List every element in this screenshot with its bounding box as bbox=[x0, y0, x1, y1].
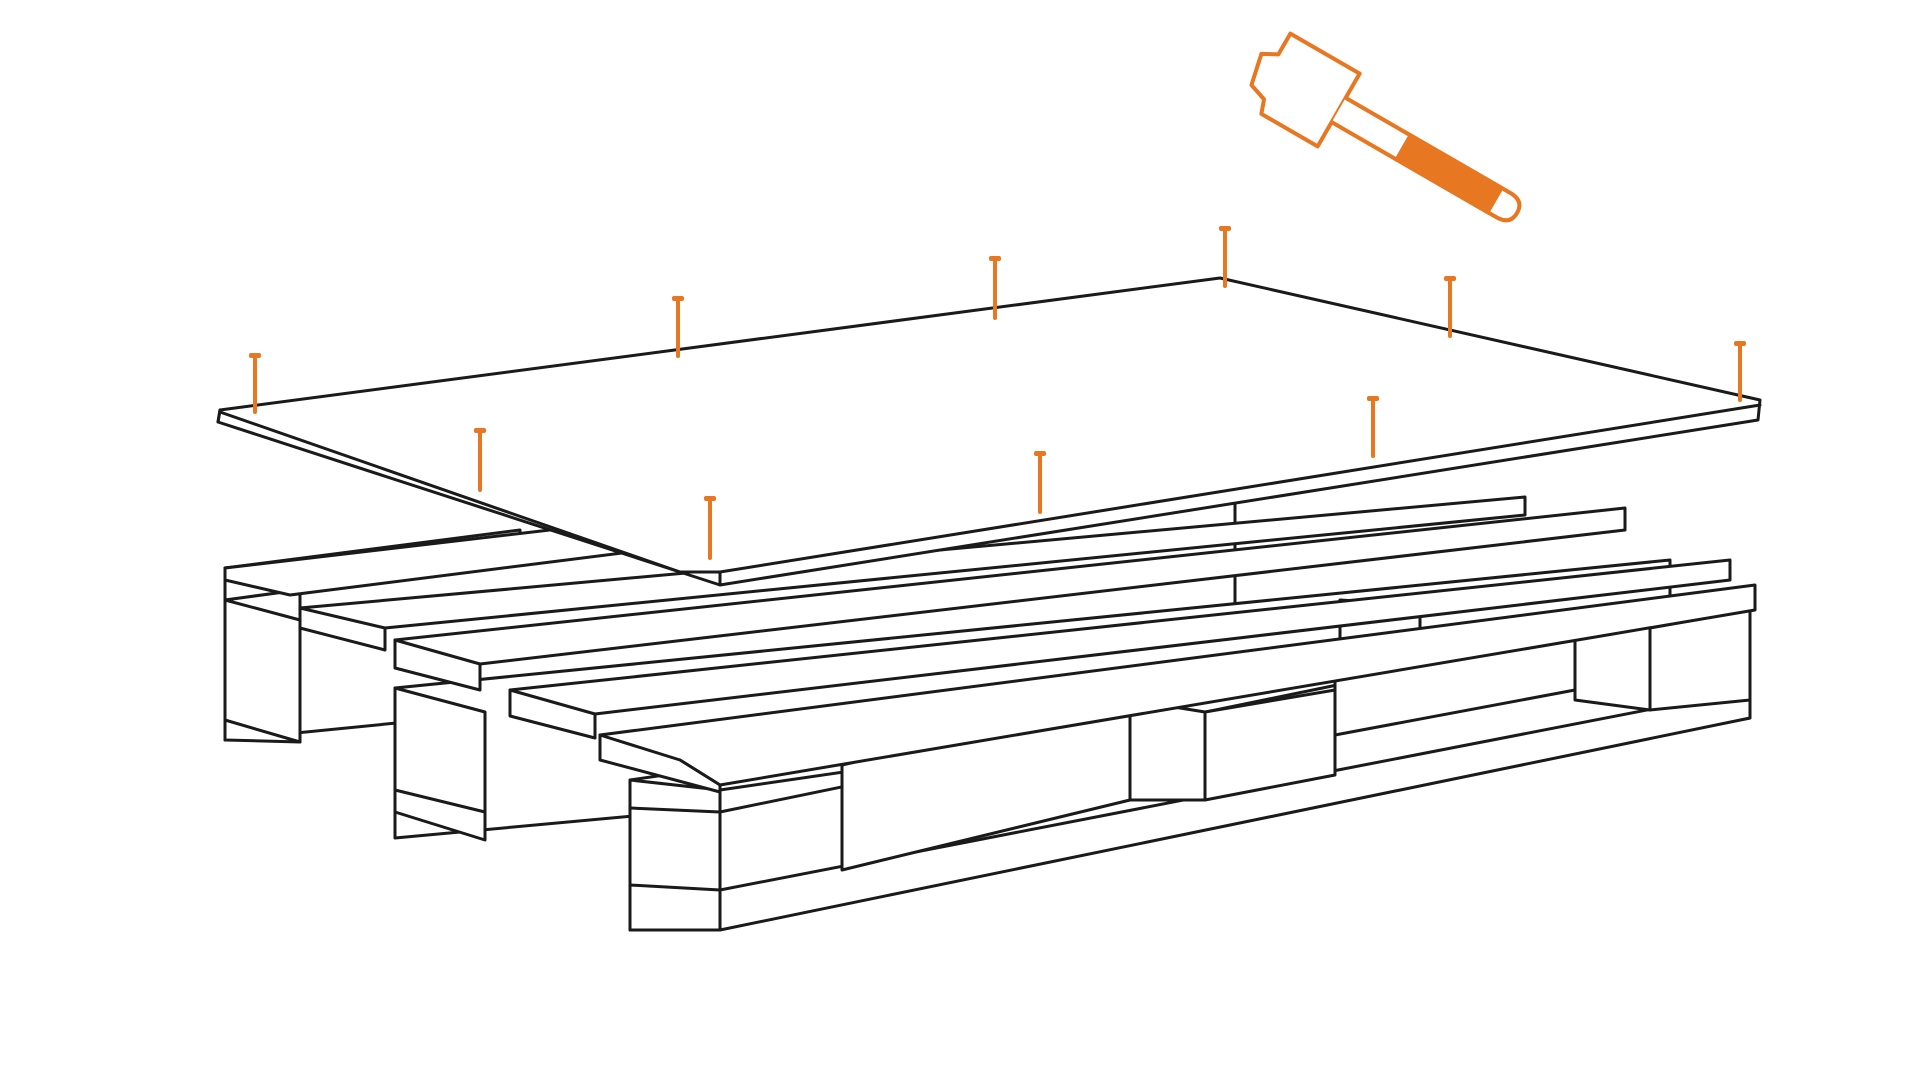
hammer-icon bbox=[1249, 31, 1522, 223]
nail-icon bbox=[1219, 226, 1231, 288]
pallet-deck-board-5 bbox=[598, 583, 1757, 794]
nail-icon bbox=[989, 256, 1001, 320]
nails bbox=[249, 226, 1746, 560]
nail-icon bbox=[1034, 451, 1046, 514]
pallet-front-stringer bbox=[628, 598, 1752, 932]
nail-icon bbox=[249, 353, 261, 414]
nail-icon bbox=[1367, 396, 1379, 458]
pallet bbox=[223, 466, 1757, 932]
pallet-deck-board-4 bbox=[508, 558, 1732, 740]
nail-icon bbox=[704, 496, 716, 560]
nail-icon bbox=[672, 296, 684, 358]
pallet-deck-board-2 bbox=[298, 495, 1527, 652]
top-panel bbox=[216, 276, 1762, 587]
nail-icon bbox=[1734, 341, 1746, 402]
nail-icon bbox=[474, 428, 486, 492]
nail-icon bbox=[1444, 276, 1456, 338]
pallet-deck-board-3 bbox=[393, 506, 1627, 692]
